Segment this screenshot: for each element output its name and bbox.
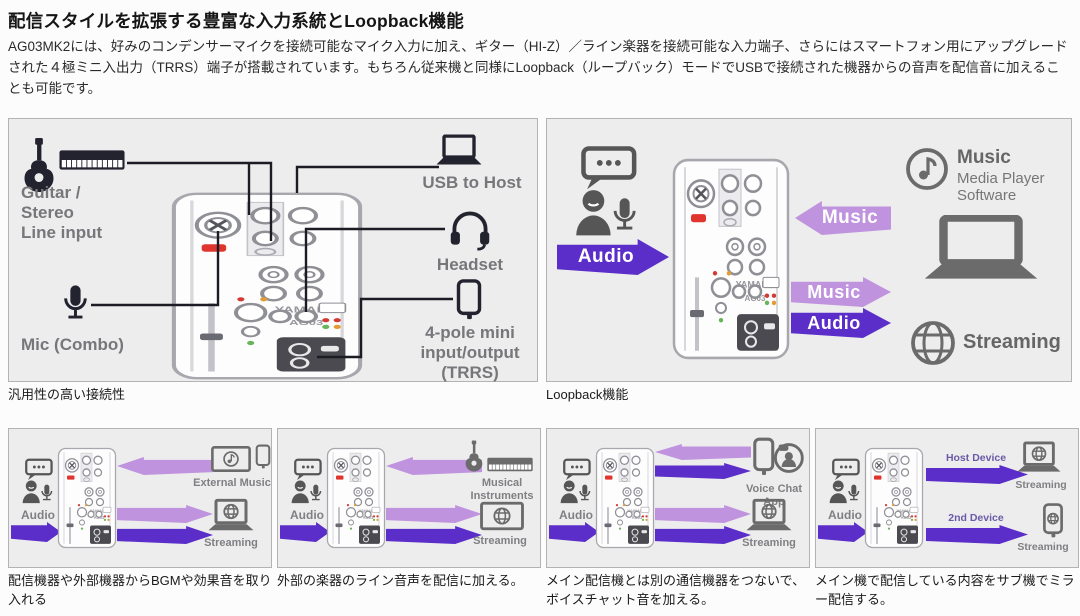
trrs-label: 4-pole mini input/output (TRRS) [405,323,535,383]
musical-instruments-line2: Instruments [470,490,534,503]
music-player-icon [905,147,949,191]
trrs-label-line1: 4-pole mini [425,323,515,342]
streaming-label: Streaming [473,535,527,547]
media-player-label: Media Player [957,170,1045,187]
streaming-laptop-icon [1016,440,1062,476]
music-out-arrow [117,505,213,523]
audio-out-arrow [386,526,482,544]
audio-in-arrow: Audio [557,239,669,275]
streaming-globe-icon [909,319,957,367]
streaming-phone-icon [1042,503,1064,539]
mixer-device [326,447,386,549]
audio-in-arrow [280,522,330,542]
keyboard-icon [487,457,533,472]
external-music-monitor-icon [211,445,251,473]
second-device-label: 2nd Device [948,512,1004,524]
streamer-person-icon [557,457,595,505]
audio-in-arrow [549,522,599,542]
loopback-panel: Audio Music Music Audio Music Media Play… [546,118,1072,382]
musical-instruments-label: Musical Instruments [466,477,538,503]
connectivity-section: Guitar / Stereo Line input Mic (Combo) U… [8,118,538,405]
music-in-arrow: Music [795,201,891,235]
streaming-laptop-icon [207,497,255,535]
mixer-device [57,447,117,549]
music-out-arrow [386,505,482,523]
music-title-label: Music [957,147,1011,168]
musical-instruments-line1: Musical [481,477,523,489]
trrs-label-line2: input/output [420,343,520,363]
streaming-label: Streaming [204,537,258,549]
host-laptop-icon [921,215,1041,285]
connectivity-caption: 汎用性の高い接続性 [8,387,126,402]
voice-chat-app-icon [753,437,805,479]
guitar-icon [464,439,484,473]
connectivity-panel: Guitar / Stereo Line input Mic (Combo) U… [8,118,538,382]
usecase-4-caption: メイン機で配信している内容をサブ機でミラー配信する。 [815,573,1075,607]
streaming-laptop-icon [745,497,793,535]
second-out-arrow [926,525,1028,544]
guitar-label-line2: Stereo [21,203,74,223]
usecase-4-section: Audio Host Device Streaming 2nd Device S… [815,428,1079,610]
music-out-arrow [655,505,751,523]
host-out-arrow [926,465,1028,484]
audio-out-arrow: Audio [791,308,891,338]
mixer-device [864,447,924,549]
software-label: Software [957,187,1017,204]
streamer-person-icon [569,145,645,237]
connector-lines [91,161,453,359]
mic-combo-label: Mic (Combo) [21,335,124,354]
audio-in-arrow [11,522,61,542]
usecase-1-panel: Audio External Music Streaming [8,428,272,568]
usecase-3-caption: メイン配信機とは別の通信機器をつないで、ボイスチャット音を加える。 [546,573,806,607]
intro-paragraph: AG03MK2には、好みのコンデンサーマイクを接続可能なマイク入力に加え、ギター… [8,39,1068,96]
streamer-person-icon [288,457,326,505]
audio-label: Audio [21,508,55,522]
usecase-2-caption: 外部の楽器のライン音声を配信に加える。 [277,573,524,588]
usecase-3-section: Audio Voice Chat App Streaming メイン配信機とは別… [546,428,810,610]
guitar-line-label: Guitar / Stereo Line input [21,183,102,243]
chat-in-arrow [655,444,751,460]
host-device-label: Host Device [945,452,1007,464]
streaming-label: Streaming [742,537,796,549]
audio-label: Audio [559,508,593,522]
streamer-person-icon [19,457,57,505]
usb-to-host-label: USB to Host [422,173,522,192]
streaming-label-1: Streaming [1015,479,1067,491]
guitar-label-line1: Guitar / [21,183,81,202]
usecase-1-section: Audio External Music Streaming 配信機器や外部機器… [8,428,272,610]
usecase-2-panel: Audio Musical Instruments Streaming [277,428,541,568]
guitar-label-line3: Line input [21,223,103,243]
external-music-label: External Music [193,477,271,489]
music-in-arrow [386,457,482,475]
streaming-monitor-icon [480,501,524,531]
audio-label: Audio [828,508,862,522]
usecase-3-panel: Audio Voice Chat App Streaming [546,428,810,568]
chat-out-arrow [655,463,751,479]
audio-in-arrow [818,522,868,542]
music-in-arrow [117,457,213,475]
mixer-device [595,447,655,549]
streaming-label: Streaming [963,331,1061,353]
audio-label: Audio [290,508,324,522]
page-title: 配信スタイルを拡張する豊富な入力系統とLoopback機能 [8,11,464,31]
streamer-person-icon [826,457,864,505]
usecase-4-panel: Audio Host Device Streaming 2nd Device S… [815,428,1079,568]
loopback-caption: Loopback機能 [546,387,629,402]
headset-label: Headset [436,255,504,274]
mixer-device [671,157,791,361]
trrs-label-line3: (TRRS) [441,363,499,383]
loopback-section: Audio Music Music Audio Music Media Play… [546,118,1072,405]
usecase-2-section: Audio Musical Instruments Streaming 外部の楽… [277,428,541,591]
external-music-phone-icon [255,444,271,470]
usecase-1-caption: 配信機器や外部機器からBGMや効果音を取り入れる [8,573,272,607]
music-out-arrow: Music [791,277,891,307]
audio-out-arrow [655,526,751,544]
audio-out-arrow [117,526,213,544]
streaming-label-2: Streaming [1017,541,1069,553]
